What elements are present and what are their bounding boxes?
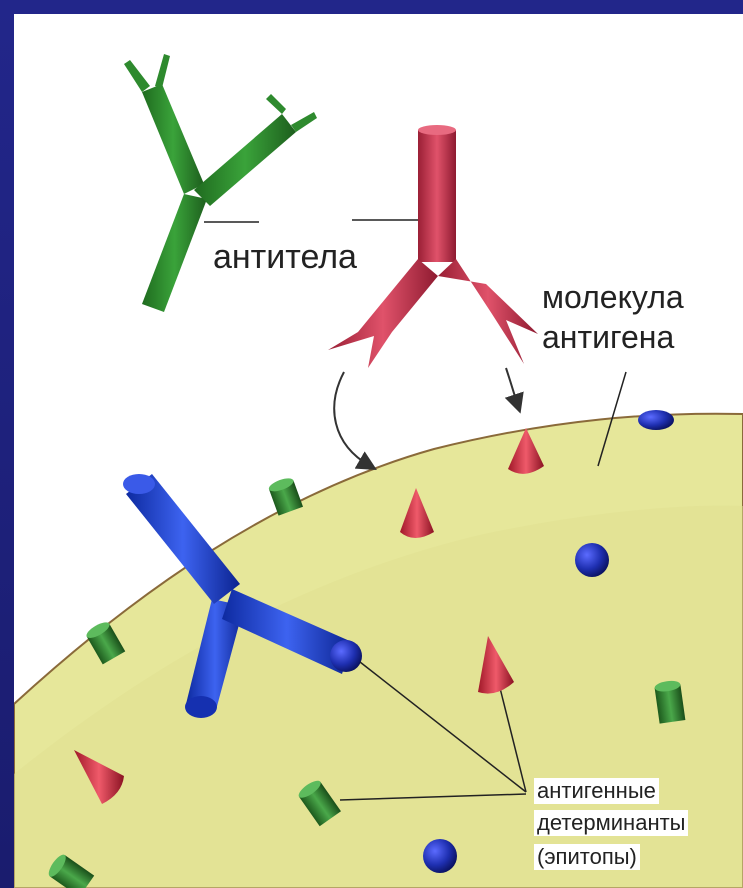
antigen-antibody-diagram — [14, 14, 743, 888]
label-determinants-line1: антигенные — [534, 778, 659, 804]
label-determinants-line3: (эпитопы) — [534, 844, 640, 870]
diagram-panel: антитела молекула антигена антигенные де… — [14, 14, 743, 888]
epitope-sphere-icon-2 — [575, 543, 609, 577]
binding-arrow-left — [334, 372, 370, 466]
label-antigen-molecule-line2: антигена — [542, 318, 674, 356]
label-determinants-line2: детерминанты — [534, 810, 688, 836]
binding-arrow-right — [506, 368, 518, 406]
epitope-sphere-icon-3 — [423, 839, 457, 873]
label-antigen-molecule-line1: молекула — [542, 278, 684, 316]
epitope-sphere-icon-1 — [638, 410, 674, 430]
label-antibodies: антитела — [210, 238, 360, 277]
